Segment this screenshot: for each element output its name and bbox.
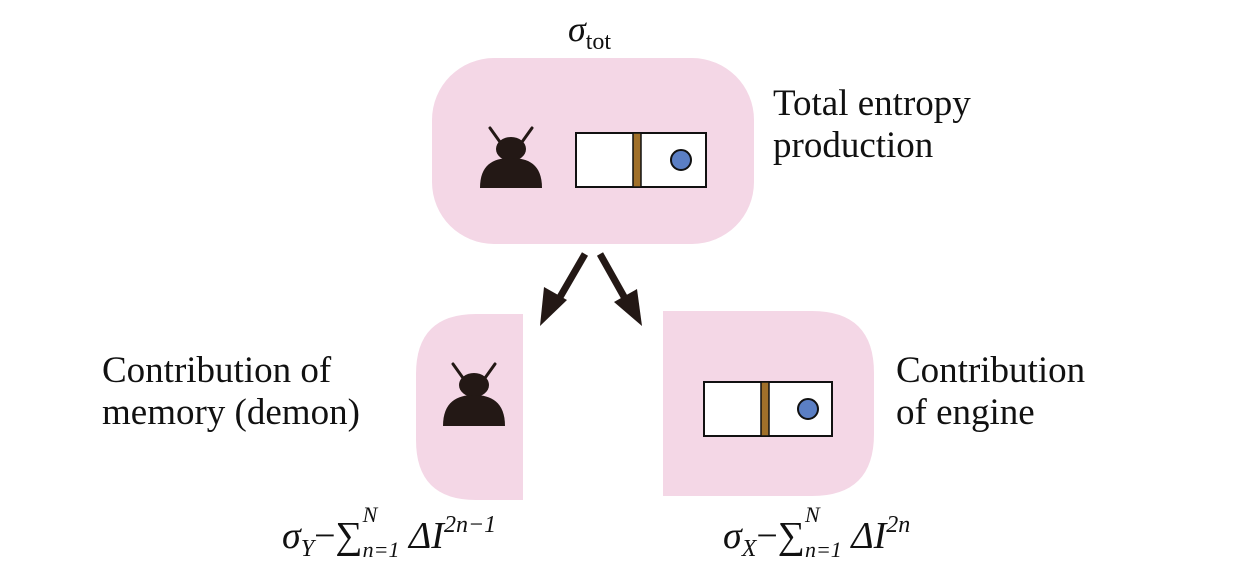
memory-label-line2: memory (demon) bbox=[102, 392, 360, 433]
formula-minus: − bbox=[314, 515, 336, 557]
sum-lower: n=1 bbox=[362, 537, 400, 562]
formula-exponent: 2n bbox=[886, 512, 911, 538]
formula-sigma: σ bbox=[282, 515, 301, 557]
engine-label-line2: of engine bbox=[896, 392, 1035, 433]
formula-exponent: 2n−1 bbox=[443, 512, 497, 538]
sum-upper: N bbox=[362, 502, 378, 527]
total-entropy-label: Total entropy production bbox=[773, 83, 971, 167]
engine-label-line1: Contribution bbox=[896, 350, 1086, 391]
formula-subscript: X bbox=[741, 536, 757, 562]
formula-minus: − bbox=[756, 515, 778, 557]
sigma-symbol: σ bbox=[568, 9, 586, 49]
memory-label-line1: Contribution of bbox=[102, 350, 332, 391]
engine-icon bbox=[575, 132, 707, 188]
split-arrow-icon bbox=[540, 252, 642, 326]
total-label-line1: Total entropy bbox=[773, 83, 971, 124]
sum-lower: n=1 bbox=[804, 537, 842, 562]
engine-icon bbox=[703, 381, 833, 437]
demon-icon bbox=[443, 362, 505, 426]
sigma-subscript: tot bbox=[585, 29, 612, 55]
total-label-line2: production bbox=[773, 125, 934, 166]
formula-term: ΔI bbox=[851, 515, 887, 557]
formula-term: ΔI bbox=[409, 515, 444, 557]
engine-contribution-label: Contribution of engine bbox=[896, 350, 1085, 434]
total-entropy-symbol: σtot bbox=[568, 8, 611, 56]
formula-sum: ∑ bbox=[335, 515, 363, 557]
sum-upper: N bbox=[804, 502, 820, 527]
formula-subscript: Y bbox=[300, 536, 315, 562]
formula-sigma: σ bbox=[723, 515, 742, 557]
formula-sum: ∑ bbox=[777, 515, 805, 557]
demon-icon bbox=[480, 126, 542, 188]
memory-contribution-label: Contribution of memory (demon) bbox=[102, 350, 360, 434]
